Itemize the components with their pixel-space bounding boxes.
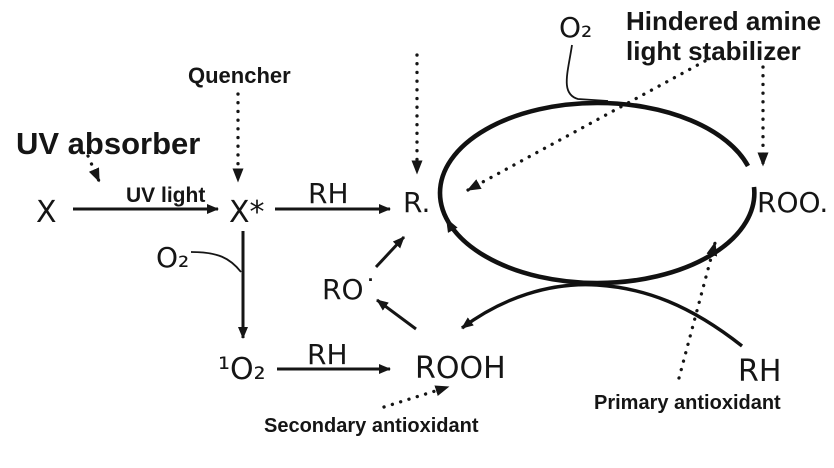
- o2-top-connector: [565, 44, 609, 102]
- species-x: X: [36, 195, 57, 230]
- hals-label-line1: Hindered amine: [626, 6, 821, 36]
- species-rh-right: RH: [738, 354, 781, 389]
- secondary-antioxidant-dotted-arrow: [382, 385, 450, 409]
- uv-absorber-label: UV absorber: [16, 126, 200, 161]
- species-r-radical: R.: [403, 186, 430, 219]
- o2-left-connector: [190, 251, 242, 273]
- primary-antioxidant-dotted-arrow: [677, 241, 718, 380]
- hals-label-line2: light stabilizer: [626, 36, 801, 66]
- species-rh-top: RH: [308, 177, 349, 210]
- species-ro-radical: RO˙: [322, 273, 378, 306]
- species-rooh: ROOH: [415, 351, 506, 386]
- cycle-arrowhead: [446, 218, 458, 233]
- species-rh-mid: RH: [307, 338, 348, 371]
- arrow-rooh-to-ro: [376, 298, 417, 331]
- species-singlet-o2: ¹O₂: [218, 352, 266, 387]
- arrow-ro-to-r: [374, 235, 406, 269]
- species-o2-top: O₂: [559, 11, 592, 44]
- hals-dotted-arrow-diagonal: [466, 59, 707, 192]
- primary-antioxidant-label: Primary antioxidant: [594, 392, 781, 414]
- quencher-label: Quencher: [188, 63, 291, 88]
- species-o2-left: O₂: [156, 241, 189, 274]
- oxidation-cycle-ellipse: [437, 100, 757, 286]
- roo-to-rooh-curve: [460, 282, 744, 348]
- uv-light-label: UV light: [126, 184, 205, 207]
- species-roo-radical: ROO.: [757, 186, 828, 219]
- secondary-antioxidant-label: Secondary antioxidant: [264, 415, 479, 437]
- species-x-excited: X*: [229, 195, 265, 230]
